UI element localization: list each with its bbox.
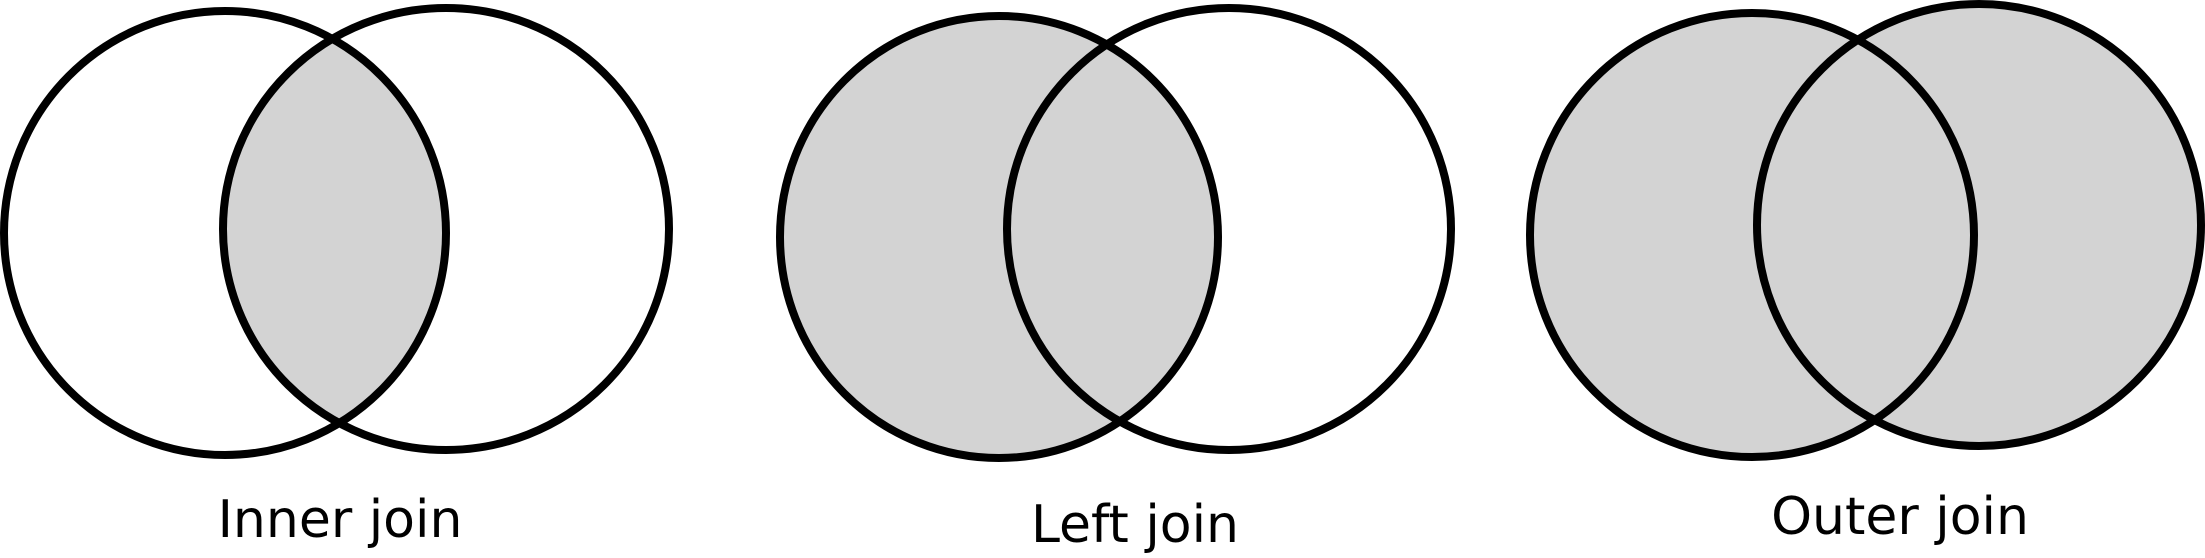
left-join-label: Left join (1031, 495, 1239, 555)
inner-join-venn: Inner join (0, 4, 673, 550)
left-join-right-circle (1003, 4, 1455, 454)
inner-join-right-circle (219, 4, 673, 454)
left-join-left-circle (776, 12, 1222, 462)
outer-join-right-circle (1753, 0, 2205, 450)
outer-join-left-circle (1526, 9, 1978, 461)
inner-join-intersection-fill (223, 11, 446, 450)
left-join-left-fill (780, 16, 1218, 458)
left-join-venn: Left join (776, 4, 1455, 555)
inner-join-left-circle (0, 7, 450, 459)
outer-join-label: Outer join (1771, 487, 2029, 547)
outer-join-right-fill (1757, 4, 2201, 446)
inner-join-label: Inner join (218, 490, 463, 550)
outer-join-venn: Outer join (1526, 0, 2205, 547)
